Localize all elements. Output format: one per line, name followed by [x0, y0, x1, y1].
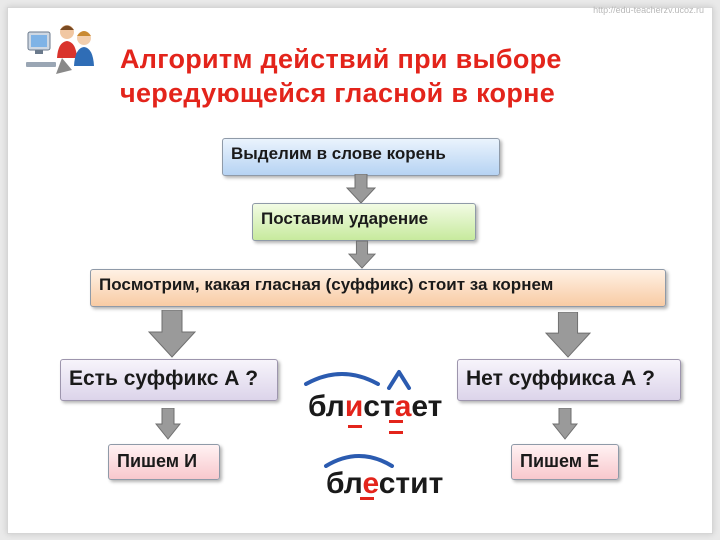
students-computer-logo	[26, 25, 94, 74]
write-i-text: Пишем И	[117, 451, 198, 471]
arrow-down-2	[348, 240, 376, 269]
alternating-vowel-i: и	[344, 390, 364, 423]
long-vowel-mark-a-1	[389, 420, 403, 423]
example-word-blistaet: блистает	[308, 390, 443, 423]
arrow-down-right	[545, 312, 591, 358]
arrow-down-left	[148, 310, 196, 358]
arrow-down-left-result	[155, 408, 181, 440]
has-suffix-a-box: Есть суффикс А ?	[60, 359, 278, 401]
slide-title: Алгоритм действий при выборе чередующейс…	[120, 44, 562, 108]
suffix-mark-1	[387, 370, 411, 390]
alternating-vowel-e: е	[362, 467, 379, 500]
arrow-down-1	[346, 174, 376, 204]
write-e-text: Пишем Е	[520, 451, 600, 471]
step-select-root-text: Выделим в слове корень	[231, 144, 446, 163]
write-e-box: Пишем Е	[511, 444, 619, 480]
short-vowel-mark-1	[348, 425, 362, 428]
long-vowel-mark-a-2	[389, 431, 403, 434]
step-check-suffix-text: Посмотрим, какая гласная (суффикс) стоит…	[99, 275, 554, 294]
suffix-a: а	[394, 390, 412, 423]
watermark: http://edu-teacherzv.ucoz.ru	[593, 5, 704, 15]
step-check-suffix-box: Посмотрим, какая гласная (суффикс) стоит…	[90, 269, 666, 307]
no-suffix-a-box: Нет суффикса А ?	[457, 359, 681, 401]
arrow-down-right-result	[552, 408, 578, 440]
step-select-root-box: Выделим в слове корень	[222, 138, 500, 176]
root-arc-mark-2	[324, 454, 394, 468]
root-arc-mark-1	[304, 372, 380, 386]
write-i-box: Пишем И	[108, 444, 220, 480]
step-stress-text: Поставим ударение	[261, 209, 429, 228]
short-vowel-mark-2	[360, 497, 374, 500]
no-suffix-a-text: Нет суффикса А ?	[466, 367, 655, 390]
example-word-blestit: блестит	[326, 467, 444, 500]
has-suffix-a-text: Есть суффикс А ?	[69, 367, 259, 390]
step-stress-box: Поставим ударение	[252, 203, 476, 241]
